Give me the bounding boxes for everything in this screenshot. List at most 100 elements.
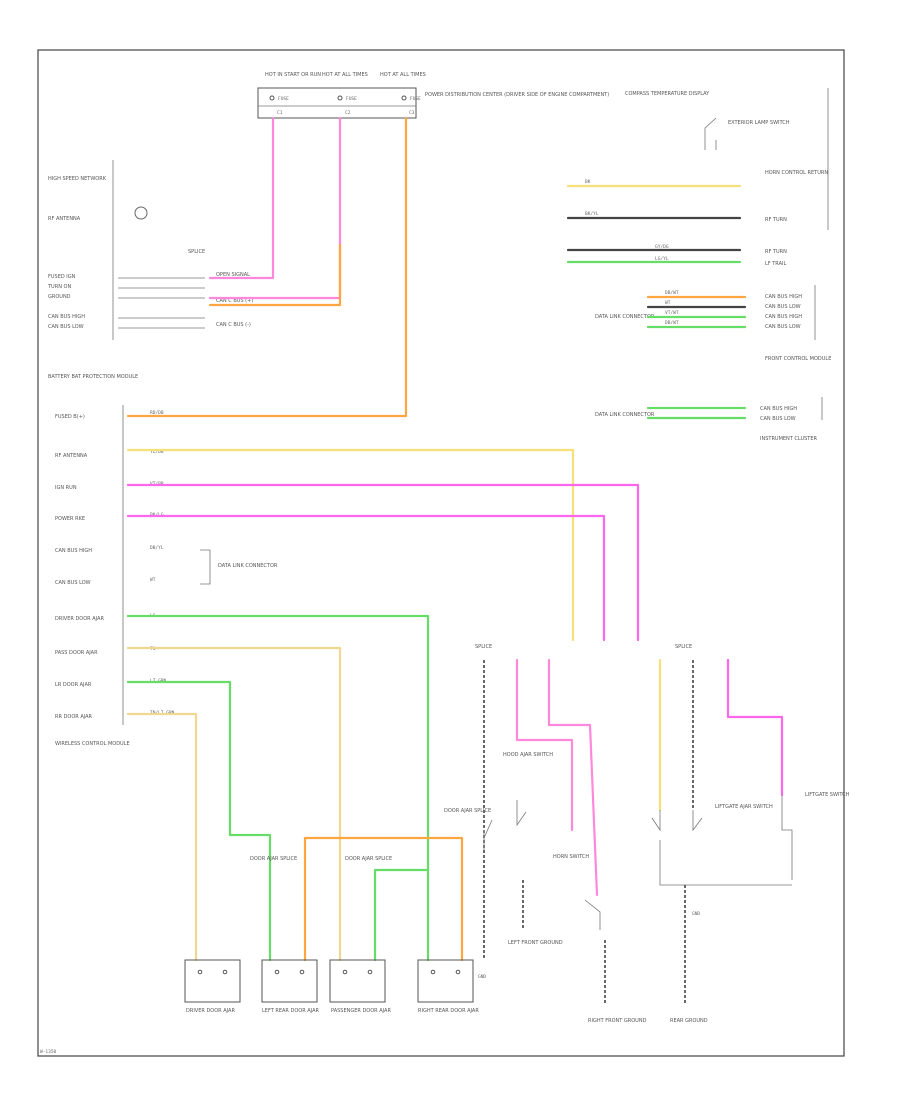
fuse-2-label: FUSE [346,96,357,102]
door-switch-box-2 [329,959,386,1003]
fuse-1-label: FUSE [278,96,289,102]
ground-left-text: GND [478,974,486,980]
ground-rear-text: GND [692,911,700,917]
door-switch-driver: DRIVER DOOR AJAR [184,959,241,1014]
wire-pink-fuse-2 [208,116,342,300]
fuse-3-symbol [401,95,407,101]
wire-pink-fuse-1 [208,116,275,280]
module-left-pin-2: IGN RUN [55,485,77,491]
wire-orange-splice [303,836,464,962]
ground-rear: REAR GROUND GND [670,885,708,1024]
right-mid-block: CAN BUS HIGH CAN BUS LOW CAN BUS HIGH CA… [595,285,831,362]
bottom-switch-label-1: HORN SWITCH [553,854,589,860]
fuse-2-symbol [337,95,343,101]
module-left: FUSED B(+) RF ANTENNA IGN RUN POWER RKE … [55,405,130,747]
fuse-2-title: HOT AT ALL TIMES [322,72,368,78]
module-left-pin-5: CAN BUS LOW [55,580,91,586]
right-low-pin-0: CAN BUS HIGH [760,406,797,412]
right-low-name: INSTRUMENT CLUSTER [760,436,818,442]
module-top-name: BATTERY BAT PROTECTION MODULE [48,374,138,380]
fuse-3: FUSE C3 [401,95,421,116]
fuse-1-symbol [269,95,275,101]
left-wire-label-4: DB/YL [150,545,164,551]
fuse-2: FUSE C2 [337,95,357,116]
splice-top-label: SPLICE [188,249,205,255]
top-conn-label-1: CAN C BUS (+) [216,298,253,304]
fuse-3-label: FUSE [410,96,421,102]
liftgate-ajar-switch-symbol [651,810,661,832]
wire-green-splice [373,868,430,962]
right-top-wire-label-0: BK [585,179,591,185]
module-left-pin-6: DRIVER DOOR AJAR [55,616,104,622]
door-switch-contact-2b [367,969,373,975]
right-mid-wire-label-0: DB/WT [665,290,679,296]
right-mid-name: FRONT CONTROL MODULE [765,356,831,362]
left-wire-label-1: YL/DB [150,449,164,455]
top-conn-label-0: OPEN SIGNAL [216,272,250,278]
liftgate-bottom-bus [659,840,792,886]
right-mid-pin-2: CAN BUS HIGH [765,314,802,320]
door-switch-label-1: LEFT REAR DOOR AJAR [262,1008,320,1014]
left-connector-label-0: DATA LINK CONNECTOR [218,563,278,569]
bottom-misc-label-0: DOOR AJAR SPLICE [444,808,491,814]
right-mid-wire-label-3: DB/WT [665,320,679,326]
right-low-sub-label: DATA LINK CONNECTOR [595,412,655,418]
bottom-splice-label-0: SPLICE [475,644,492,650]
fuse-group: HOT IN START OR RUN HOT AT ALL TIMES HOT… [257,72,609,119]
door-switch-contact-0a [197,969,203,975]
door-switch-box-0 [184,959,241,1003]
hood-ajar-switch-symbol [516,800,527,827]
door-switch-box-1 [261,959,318,1003]
module-top-pin-6: CAN BUS LOW [48,324,84,330]
wire-magenta-liftgate [726,658,784,797]
antenna-icon [134,206,148,220]
door-switch-contact-0b [222,969,228,975]
wire-green-lr-ajar [126,680,272,962]
module-top-pin-3: TURN ON [47,284,71,290]
door-switch-passenger: PASSENGER DOOR AJAR [329,959,391,1014]
right-mid-pin-0: CAN BUS HIGH [765,294,802,300]
bottom-switch-label-0: HOOD AJAR SWITCH [503,752,553,758]
fuse-1-title: HOT IN START OR RUN [265,72,321,78]
module-left-pin-9: RR DOOR AJAR [55,714,93,720]
right-top-wire-label-3: LG/YL [655,256,669,262]
right-low-pin-1: CAN BUS LOW [760,416,796,422]
wire-magenta-rke [126,514,606,642]
module-top: HIGH SPEED NETWORK RF ANTENNA FUSED IGN … [47,160,148,380]
right-mid-pin-1: CAN BUS LOW [765,304,801,310]
right-top-pin-2: RF TURN [765,249,787,255]
door-switch-contact-1b [299,969,305,975]
module-left-pin-0: FUSED B(+) [55,414,85,420]
bottom-splice-text-0: DOOR AJAR SPLICE [250,856,297,862]
left-wire-label-0: RD/DB [150,410,164,416]
module-left-pin-1: RF ANTENNA [55,453,88,459]
door-switch-label-3: RIGHT REAR DOOR AJAR [418,1008,479,1014]
footer-code: W-1350 [40,1049,57,1055]
left-wire-label-5: WT [150,577,156,583]
bottom-splice-label-1: SPLICE [675,644,692,650]
right-mid-sub-label: DATA LINK CONNECTOR [595,314,655,320]
wire-magenta-ign [126,483,640,642]
module-top-pin-0: HIGH SPEED NETWORK [48,176,107,182]
module-top-pin-2: FUSED IGN [48,274,76,280]
bottom-ground-label-2: REAR GROUND [670,1018,708,1024]
module-top-pin-4: GROUND [48,294,71,300]
right-top-block: COMPASS TEMPERATURE DISPLAY EXTERIOR LAM… [585,88,829,267]
door-switch-label-0: DRIVER DOOR AJAR [186,1008,235,1014]
door-switch-left-rear: LEFT REAR DOOR AJAR [261,959,320,1014]
door-ajar-switch-symbol-1 [483,819,493,850]
can-bus-bracket [200,549,211,585]
fuse-1-pin: C1 [277,110,283,116]
ground-left-front: LEFT FRONT GROUND [508,880,563,946]
module-top-pin-5: CAN BUS HIGH [48,314,85,320]
pdc-label: POWER DISTRIBUTION CENTER (DRIVER SIDE O… [425,92,609,98]
bottom-switch-label-3: LIFTGATE SWITCH [805,792,850,798]
wire-tan-rr-ajar [126,712,198,962]
right-top-pin-3: LF TRAIL [765,261,786,267]
module-left-pin-8: LR DOOR AJAR [55,682,92,688]
right-mid-wire-label-1: WT [665,300,671,306]
right-low-block: CAN BUS HIGH CAN BUS LOW DATA LINK CONNE… [595,397,823,442]
door-switch-right-rear: RIGHT REAR DOOR AJAR [417,959,479,1014]
wire-orange-fuse-3 [126,116,408,418]
right-mid-pin-3: CAN BUS LOW [765,324,801,330]
